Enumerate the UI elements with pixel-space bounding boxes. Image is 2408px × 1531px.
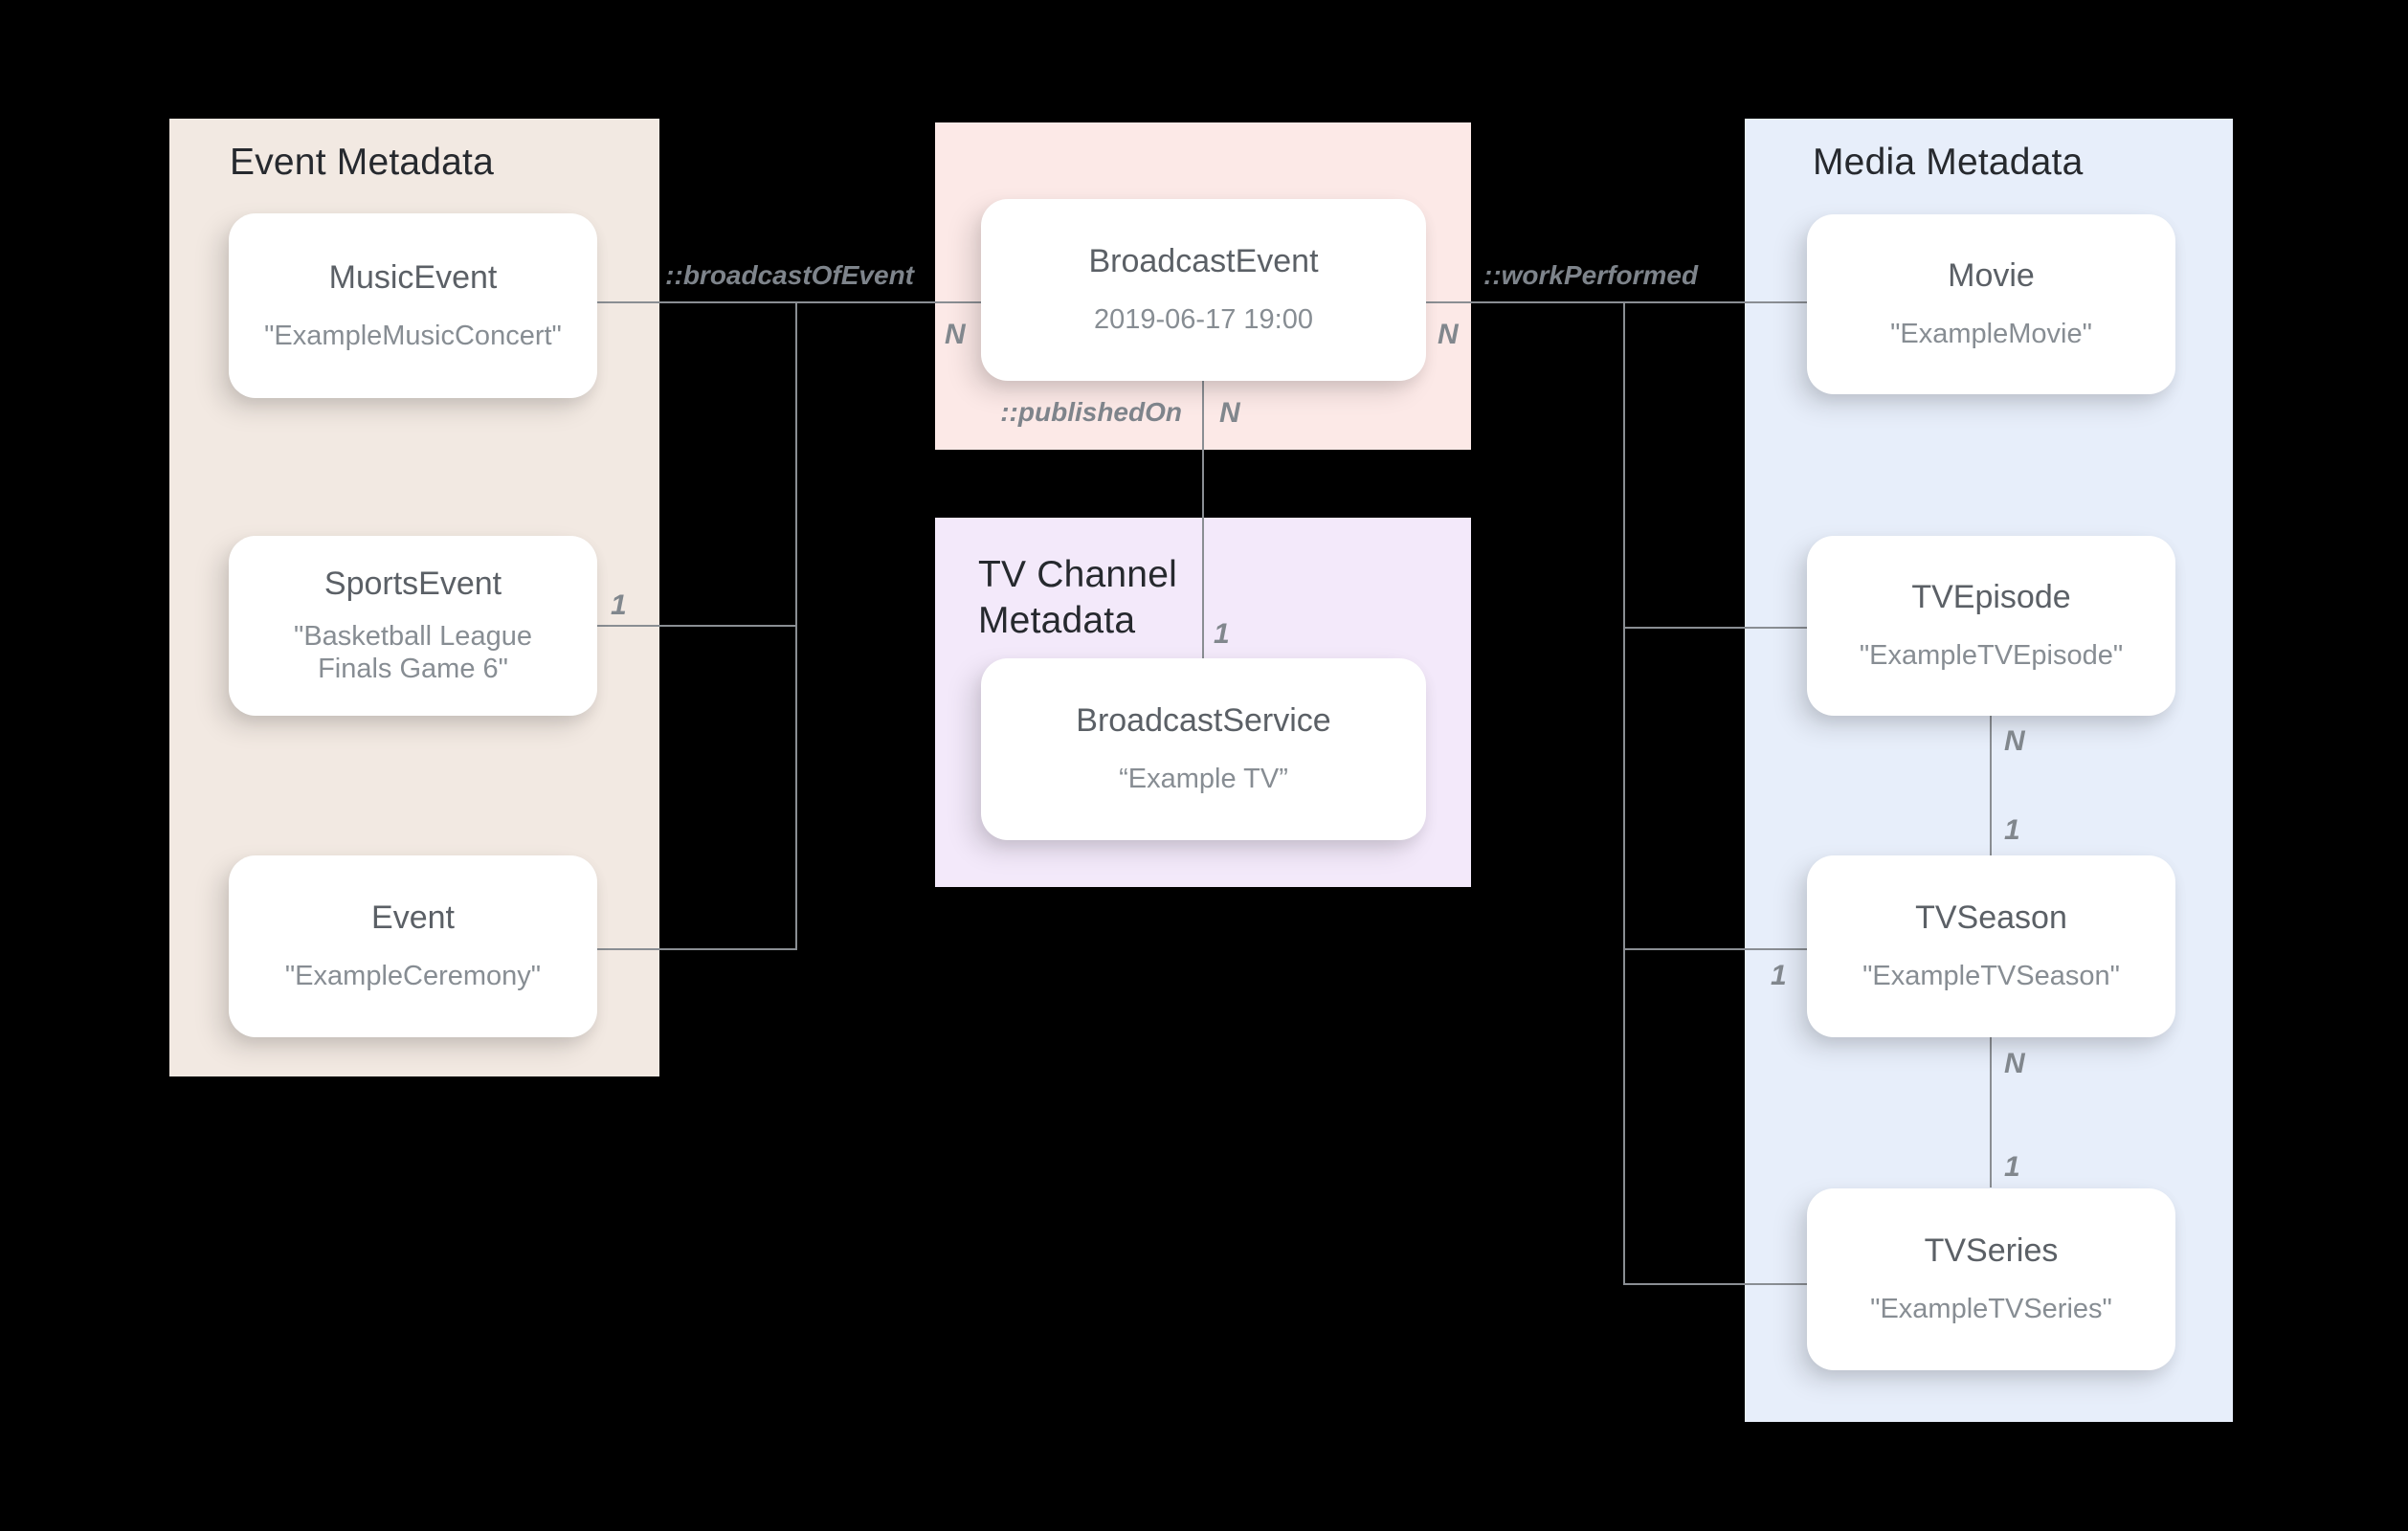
cardinality-work-performed-n: N — [1438, 319, 1459, 350]
cardinality-sports-event-1: 1 — [611, 589, 627, 621]
node-sports-event-title: SportsEvent — [323, 566, 502, 602]
node-music-event-title: MusicEvent — [328, 258, 498, 296]
connector-musicevent-broadcastevent — [597, 301, 981, 303]
node-event-title: Event — [371, 899, 455, 936]
node-movie-title: Movie — [1948, 257, 2035, 294]
node-broadcast-service: BroadcastService “Example TV” — [981, 658, 1426, 840]
cardinality-broadcast-service-1: 1 — [1214, 618, 1230, 650]
node-tv-episode-subtitle: "ExampleTVEpisode" — [1859, 640, 2124, 671]
cardinality-broadcast-of-event-n: N — [945, 319, 966, 350]
connector-broadcastevent-movie — [1426, 301, 1807, 303]
edge-label-published-on: ::publishedOn — [1000, 397, 1182, 427]
node-movie: Movie "ExampleMovie" — [1807, 214, 2175, 394]
connector-trunk-tvepisode — [1623, 627, 1807, 629]
node-music-event-subtitle: "ExampleMusicConcert" — [264, 320, 562, 351]
cardinality-published-on-n: N — [1219, 397, 1240, 429]
connector-trunk-tvseason — [1623, 948, 1807, 950]
node-sports-event: SportsEvent "Basketball League Finals Ga… — [229, 536, 597, 716]
cardinality-tv-season-left-1: 1 — [1771, 960, 1787, 991]
node-broadcast-service-subtitle: “Example TV” — [1119, 764, 1288, 794]
panel-title-media-metadata: Media Metadata — [1813, 142, 2084, 183]
node-tv-episode-title: TVEpisode — [1911, 579, 2071, 615]
node-sports-event-subtitle: "Basketball League Finals Game 6" — [294, 621, 532, 684]
connector-sportsevent-trunk — [597, 625, 797, 627]
edge-label-work-performed: ::workPerformed — [1483, 260, 1699, 290]
cardinality-episode-season-1: 1 — [2004, 814, 2020, 846]
node-broadcast-event-title: BroadcastEvent — [1088, 243, 1319, 279]
panel-title-tv-channel-metadata: TV Channel Metadata — [978, 554, 1177, 641]
node-broadcast-event-subtitle: 2019-06-17 19:00 — [1094, 304, 1313, 335]
node-tv-season: TVSeason "ExampleTVSeason" — [1807, 855, 2175, 1037]
node-tv-series: TVSeries "ExampleTVSeries" — [1807, 1188, 2175, 1370]
node-event-subtitle: "ExampleCeremony" — [284, 961, 542, 991]
node-tv-series-title: TVSeries — [1924, 1232, 2059, 1269]
node-music-event: MusicEvent "ExampleMusicConcert" — [229, 213, 597, 398]
connector-right-trunk — [1623, 301, 1625, 1285]
connector-tvseason-tvseries — [1990, 1036, 1992, 1187]
node-tv-episode: TVEpisode "ExampleTVEpisode" — [1807, 536, 2175, 716]
node-broadcast-event: BroadcastEvent 2019-06-17 19:00 — [981, 199, 1426, 381]
cardinality-season-series-1: 1 — [2004, 1151, 2020, 1183]
connector-left-trunk — [795, 301, 797, 950]
node-movie-subtitle: "ExampleMovie" — [1890, 319, 2092, 349]
connector-event-trunk — [597, 948, 797, 950]
node-event: Event "ExampleCeremony" — [229, 855, 597, 1037]
panel-title-event-metadata: Event Metadata — [230, 142, 494, 183]
node-broadcast-service-title: BroadcastService — [1076, 702, 1331, 739]
cardinality-season-series-n: N — [2004, 1048, 2025, 1079]
node-tv-season-subtitle: "ExampleTVSeason" — [1862, 961, 2120, 991]
connector-trunk-tvseries — [1623, 1283, 1807, 1285]
node-tv-season-title: TVSeason — [1915, 899, 2067, 936]
edge-label-broadcast-of-event: ::broadcastOfEvent — [665, 260, 914, 290]
connector-tvepisode-tvseason — [1990, 716, 1992, 855]
connector-publishedon — [1202, 380, 1204, 660]
node-tv-series-subtitle: "ExampleTVSeries" — [1870, 1294, 2112, 1324]
cardinality-episode-season-n: N — [2004, 725, 2025, 757]
